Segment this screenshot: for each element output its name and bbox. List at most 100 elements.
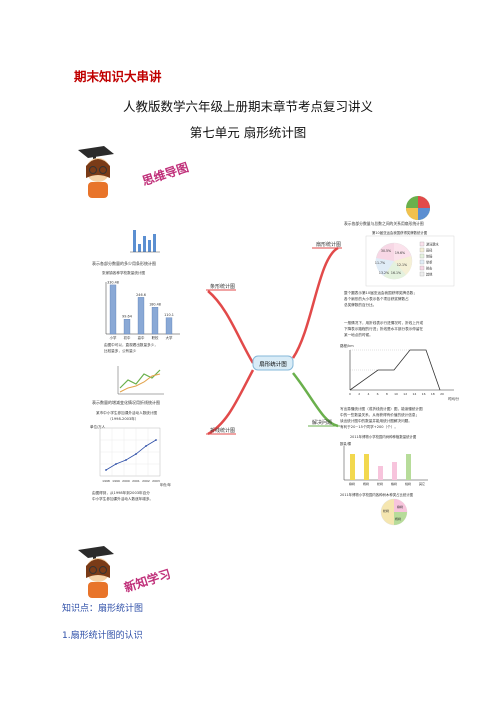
bar-note-1: 由图中可以，直观看出数量多少，	[104, 342, 158, 347]
travel-xtick: 0	[349, 392, 351, 396]
travel-xtick: 10	[394, 392, 398, 396]
line-description: 表示数量的增减变化情况用折线统计图	[92, 399, 160, 405]
solve-pie-label: 松树	[383, 508, 389, 513]
knowledge-point: 知识点：扇形统计图	[62, 604, 144, 614]
branch-label-line: 折线统计图	[210, 427, 235, 434]
mindmap-diagram: 扇形统计图 条形统计图 折线统计图 扇形统计图 解决问题 表示各部分数量的多少用…	[90, 196, 460, 526]
solve-bar-category: 槐树	[391, 481, 397, 486]
bar-chart-bar	[109, 284, 117, 335]
pie-chart-title: 第10届亚运会我国获得奖牌数统计图	[372, 230, 428, 235]
solve-bar-category: 松树	[377, 481, 383, 486]
line-note-1: 由图得到，从1998年到2003年百分	[92, 490, 150, 495]
line-chart-grid	[99, 427, 161, 477]
line-chart-xlabel: 年份/年	[160, 482, 172, 487]
pie-legend-swatch	[419, 271, 425, 277]
solve-note-2: 下降表示路程的行进；折线是水平部分表示停留在	[344, 326, 423, 331]
knowledge-subpoint: 1.扇形统计图的认识	[62, 631, 143, 641]
pie-chart	[375, 242, 413, 280]
bar-category-label: 职校	[152, 335, 159, 340]
pie-chart-thumbnail	[406, 196, 430, 220]
travel-xtick: 20	[440, 392, 444, 396]
travel-xlabel: 时间/分	[448, 396, 460, 401]
bar-value-label: 110.1	[164, 313, 174, 317]
pie-labels: 30.5% 19.6% 11.7% 12.1% 13.2%16.1%	[375, 249, 407, 275]
solve-bar-category: 桃树	[405, 481, 411, 486]
line-year-label: 1998	[102, 479, 110, 483]
solve-bar-title: 2011年博物小学校园内树种种植数量统计图	[350, 434, 417, 439]
solve-bar-category: 柳树	[349, 481, 355, 486]
newlearn-section-header: 新知学习	[78, 546, 173, 598]
banner-title: 期末知识大串讲	[74, 69, 162, 84]
line-year-label: 2003	[152, 479, 160, 483]
solve-pie-chart	[380, 498, 408, 526]
solve-pie-title: 2011年博物小学校园内各种树木种类占比统计图	[340, 492, 414, 497]
pie-percent-label: 13.2%	[379, 271, 389, 275]
pie-legend-label: 其他	[426, 272, 433, 277]
pie-legend-swatch	[419, 253, 425, 259]
bar-chart-bar	[123, 319, 131, 335]
mindmap-section-header: 思维导图	[78, 146, 190, 198]
bar-value-label: 180.48	[149, 303, 161, 307]
branch-label-bar: 条形统计图	[210, 283, 235, 290]
bar-value-label: 246.6	[136, 293, 146, 297]
line-chart-ylabel: 单位/万人	[90, 424, 106, 429]
pie-legend-label: 射击	[426, 266, 432, 271]
pie-legend-swatch	[419, 265, 425, 271]
pie-percent-label: 30.5%	[381, 249, 391, 253]
bar-value-label: 99.64	[122, 315, 132, 319]
teacher-mascot-icon	[78, 546, 114, 598]
solve-note-3: 某一地点的时候。	[344, 332, 373, 337]
solve-pie-label: 杨树	[395, 516, 401, 521]
bar-chart-bar	[165, 317, 173, 335]
line-year-label: 1999	[112, 479, 120, 483]
bar-category-label: 高中	[138, 335, 145, 340]
teacher-mascot-icon	[78, 146, 114, 198]
bar-category-label: 初中	[124, 335, 131, 340]
solve-note-1: 一般情况下，用折线表示行进情况时，折线上升或	[344, 320, 423, 325]
pie-legend-swatch	[419, 241, 425, 247]
bar-chart-thumbnail	[130, 230, 160, 253]
travel-xtick: 4	[367, 392, 369, 396]
line-chart-title: 某市中小学生参加课外活动人数统计图	[96, 410, 157, 415]
solve-bar-ylabel: 数量/棵	[340, 441, 352, 446]
bar-description: 表示各部分数量的多少用条形统计图	[92, 260, 156, 266]
travel-xtick: 6	[377, 392, 379, 396]
solve-text-2: 中的一些数量关系，从而获得有价值的统计信息；	[340, 412, 419, 417]
pie-legend-label: 田径	[426, 248, 433, 253]
pie-percent-label: 16.1%	[391, 271, 401, 275]
travel-ylabel: 路程/km	[340, 343, 354, 348]
bar-category-label: 大学	[166, 335, 173, 340]
pie-percent-label: 19.6%	[395, 251, 405, 255]
travel-xtick: 2	[358, 392, 360, 396]
bar-value-label: 330.48	[107, 280, 119, 284]
solve-text-4: 有利于20~15个同学+200（个）。	[340, 424, 398, 429]
pie-legend-swatch	[419, 247, 425, 253]
pie-note-1: 整个圆表示第10届亚运会我国获得奖牌总数；	[344, 290, 417, 295]
travel-xtick: 14	[412, 392, 416, 396]
line-note-2: 中小学生参加课外活动人数逐年增多。	[92, 496, 153, 501]
branch-label-pie: 扇形统计图	[316, 241, 341, 248]
solve-bar-categories: 柳树 杨树 松树 槐树 桃树 其它	[349, 481, 425, 486]
pie-note-3: 总奖牌数的百分比。	[344, 302, 376, 307]
solve-text-3: 读出统计图中的数量并能用统计图解决问题。	[340, 418, 412, 423]
line-chart-subtitle: （1998-2003年）	[108, 416, 138, 421]
solve-text-1: 写出易懂统计图（或折线统计图）图，能读懂统计图	[340, 406, 423, 411]
newlearn-section-title: 新知学习	[122, 566, 172, 595]
travel-xtick: 12	[403, 392, 407, 396]
travel-xtick: 16	[422, 392, 426, 396]
solve-bar-category: 杨树	[363, 481, 369, 486]
bar-chart-bar	[137, 297, 145, 335]
pie-percent-label: 12.1%	[397, 263, 407, 267]
branch-label-solve: 解决问题	[312, 419, 332, 426]
pie-legend-label: 体操	[426, 254, 433, 259]
pie-percent-label: 11.7%	[375, 261, 385, 265]
solve-bar-chart	[343, 446, 428, 481]
solve-bar-category: 其它	[419, 481, 425, 486]
pie-legend-label: 举重	[426, 260, 433, 265]
pie-description: 表示各部分数量与总数之间的关系用扇形统计图	[344, 221, 424, 226]
